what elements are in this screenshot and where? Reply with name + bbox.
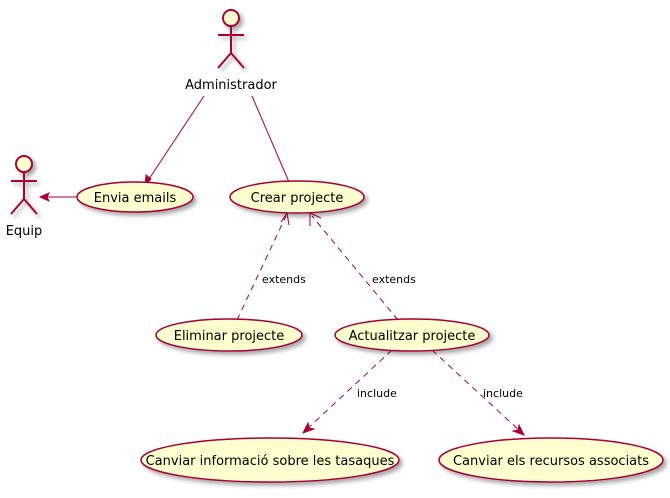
- extends-eliminar-to-crear: extends: [236, 211, 306, 321]
- actor-label-administrador: Administrador: [185, 78, 277, 93]
- arrowhead-icon: [301, 421, 316, 434]
- include-label-recursos: include: [483, 387, 523, 400]
- usecase-envia-emails[interactable]: Envia emails: [76, 181, 194, 213]
- extends-actualitzar-to-crear: extends: [309, 212, 416, 321]
- arrowhead-icon: [38, 191, 51, 203]
- usecase-label: Canviar els recursos associats: [453, 454, 649, 469]
- arrowhead-icon: [309, 212, 322, 226]
- include-to-canviar-recursos: include: [431, 349, 526, 436]
- usecase-label: Crear projecte: [251, 191, 344, 206]
- usecase-label: Envia emails: [94, 191, 177, 206]
- actor-equip[interactable]: Equip: [6, 155, 43, 239]
- arrowhead-icon: [511, 423, 526, 436]
- usecase-label: Canviar informació sobre les tasaques: [146, 454, 395, 469]
- actor-figure-icon: [217, 9, 245, 69]
- usecase-canviar-informacio[interactable]: Canviar informació sobre les tasaques: [140, 437, 400, 483]
- actor-figure-icon: [10, 155, 38, 215]
- actor-label-equip: Equip: [6, 224, 43, 239]
- assoc-envia-emails-equip: [38, 191, 77, 203]
- extends-label-eliminar: extends: [262, 273, 306, 286]
- usecase-label: Actualitzar projecte: [349, 329, 476, 344]
- actor-administrador[interactable]: Administrador: [185, 9, 278, 93]
- usecase-eliminar-projecte[interactable]: Eliminar projecte: [155, 318, 303, 352]
- assoc-admin-crear-projecte: [251, 95, 290, 183]
- usecase-crear-projecte[interactable]: Crear projecte: [229, 180, 365, 214]
- usecase-label: Eliminar projecte: [174, 329, 285, 344]
- include-label-informacio: include: [357, 387, 397, 400]
- usecase-canviar-recursos[interactable]: Canviar els recursos associats: [438, 437, 664, 483]
- include-to-canviar-informacio: include: [301, 349, 397, 434]
- assoc-admin-envia-emails: [144, 95, 205, 188]
- usecase-actualitzar-projecte[interactable]: Actualitzar projecte: [334, 318, 490, 352]
- extends-label-actualitzar: extends: [372, 273, 416, 286]
